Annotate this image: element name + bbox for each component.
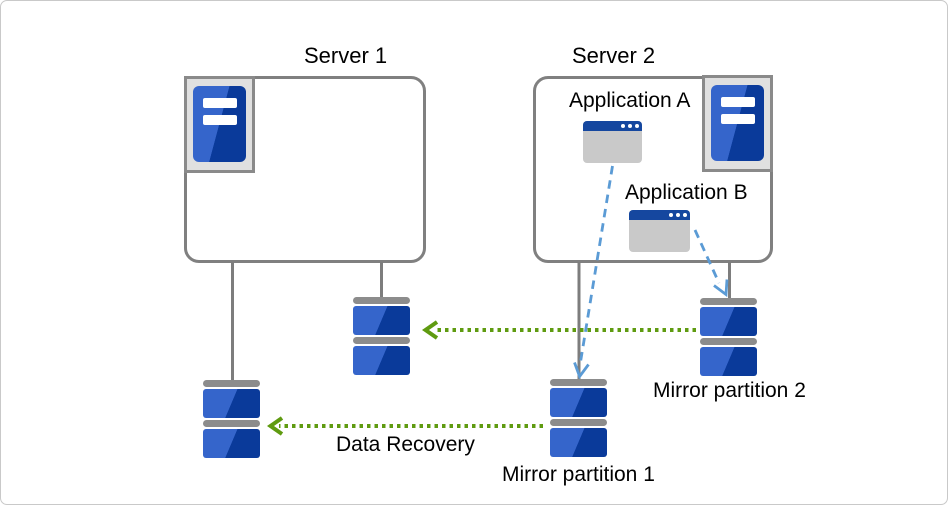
data-recovery-arrow <box>266 416 543 436</box>
disk-cap <box>203 380 260 387</box>
app-a-write-arrowhead <box>573 362 590 380</box>
disk-cap <box>700 338 757 345</box>
titlebar-dot <box>676 213 680 217</box>
mirror-partition-1-icon <box>550 379 607 457</box>
server-slot-bar <box>203 115 237 125</box>
application-a-label: Application A <box>569 89 691 112</box>
disk-cap <box>353 297 410 304</box>
server1-label: Server 1 <box>304 43 388 68</box>
disk-platter <box>550 428 607 457</box>
disk-cap <box>700 298 757 305</box>
server-slot-bar <box>203 98 237 108</box>
disk-cap <box>550 419 607 426</box>
server-tower <box>711 85 764 161</box>
titlebar-dot <box>628 124 632 128</box>
window-titlebar <box>629 210 690 220</box>
disk-platter <box>353 346 410 375</box>
disk-platter <box>203 389 260 418</box>
mirror-partition-2-icon <box>700 298 757 376</box>
mirror-sync-arrowhead <box>421 320 439 340</box>
server-icon <box>184 76 255 173</box>
titlebar-dot <box>683 213 687 217</box>
mirror-partition-2-label: Mirror partition 2 <box>653 379 806 402</box>
server-slot-bar <box>721 97 755 107</box>
app-b-write-arrowhead <box>713 279 729 298</box>
server-slot-bar <box>721 114 755 124</box>
data-recovery-label: Data Recovery <box>336 433 475 456</box>
disk-partition-icon <box>353 297 410 375</box>
server-tower <box>193 86 246 162</box>
titlebar-dot <box>621 124 625 128</box>
mirror-partition-1-label: Mirror partition 1 <box>502 463 655 486</box>
disk-cap <box>550 379 607 386</box>
server2-label: Server 2 <box>572 43 656 68</box>
disk-platter <box>700 307 757 336</box>
disk-cap <box>353 337 410 344</box>
disk-platter <box>353 306 410 335</box>
application-b-window-icon <box>629 210 690 252</box>
titlebar-dot <box>635 124 639 128</box>
disk-platter <box>203 429 260 458</box>
application-b-label: Application B <box>625 181 748 204</box>
disk-cap <box>203 420 260 427</box>
application-a-window-icon <box>583 121 642 163</box>
disk-platter <box>700 347 757 376</box>
data-recovery-arrowhead <box>266 416 284 436</box>
server-icon <box>702 75 773 172</box>
mirror-sync-arrow <box>421 320 696 340</box>
disk-platter <box>550 388 607 417</box>
window-titlebar <box>583 121 642 131</box>
titlebar-dot <box>669 213 673 217</box>
disk-partition-icon <box>203 380 260 458</box>
